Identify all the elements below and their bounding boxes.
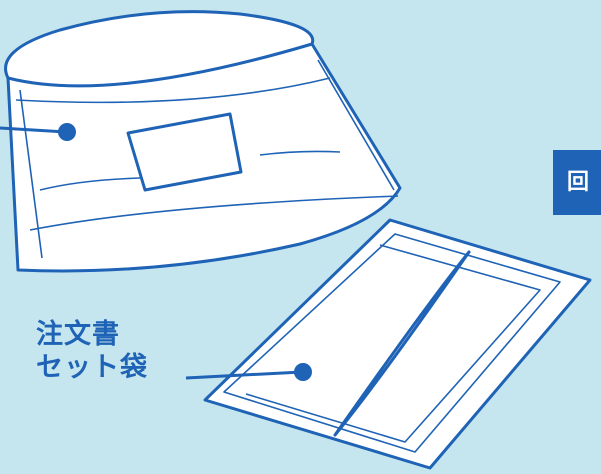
order-set-bag bbox=[203, 218, 592, 470]
bag-label-line-2: セット袋 bbox=[36, 352, 148, 383]
cap-cover bbox=[4, 10, 402, 273]
bag-label: 注文書 セット袋 bbox=[36, 318, 148, 384]
cap-marker-dot bbox=[58, 123, 76, 141]
cap-leader-line bbox=[0, 126, 67, 134]
bag-leader-line bbox=[185, 370, 303, 380]
bag-label-line-1: 注文書 bbox=[36, 319, 120, 350]
side-tag: 回 bbox=[553, 150, 601, 215]
bag-marker-dot bbox=[294, 363, 312, 381]
